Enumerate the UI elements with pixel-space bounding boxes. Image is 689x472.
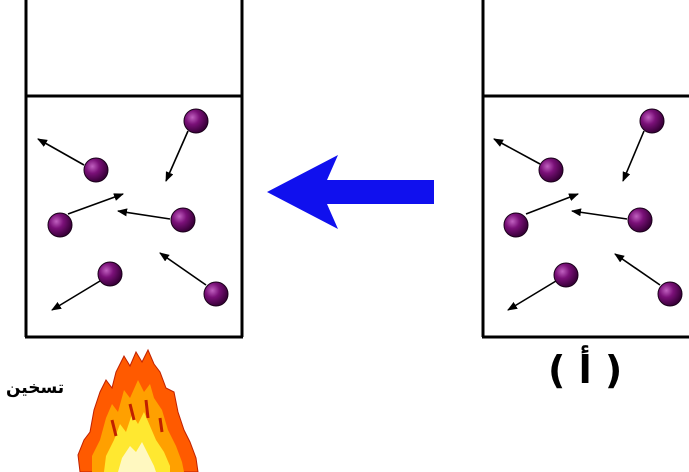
particles-initial: [503, 108, 683, 307]
molecules-heated: [37, 108, 229, 311]
particles-heated: [47, 108, 229, 307]
molecule: [503, 212, 529, 238]
container-heated: [24, 0, 244, 339]
heating-label: تسخين: [6, 378, 65, 398]
container-initial: [481, 0, 689, 339]
flame-icon: [77, 348, 199, 472]
molecule: [657, 281, 683, 307]
molecule: [639, 108, 665, 134]
arrows-heated: [37, 130, 207, 311]
part-label: ( أ ): [548, 348, 623, 392]
molecules-initial: [493, 108, 683, 311]
molecule: [97, 261, 123, 287]
arrow-left-icon: [267, 155, 434, 229]
molecule: [47, 212, 73, 238]
molecule: [83, 157, 109, 183]
molecule: [170, 207, 196, 233]
molecule: [183, 108, 209, 134]
molecule: [203, 281, 229, 307]
molecule: [627, 207, 653, 233]
arrows-initial: [493, 130, 661, 311]
molecule: [538, 157, 564, 183]
molecule: [553, 262, 579, 288]
